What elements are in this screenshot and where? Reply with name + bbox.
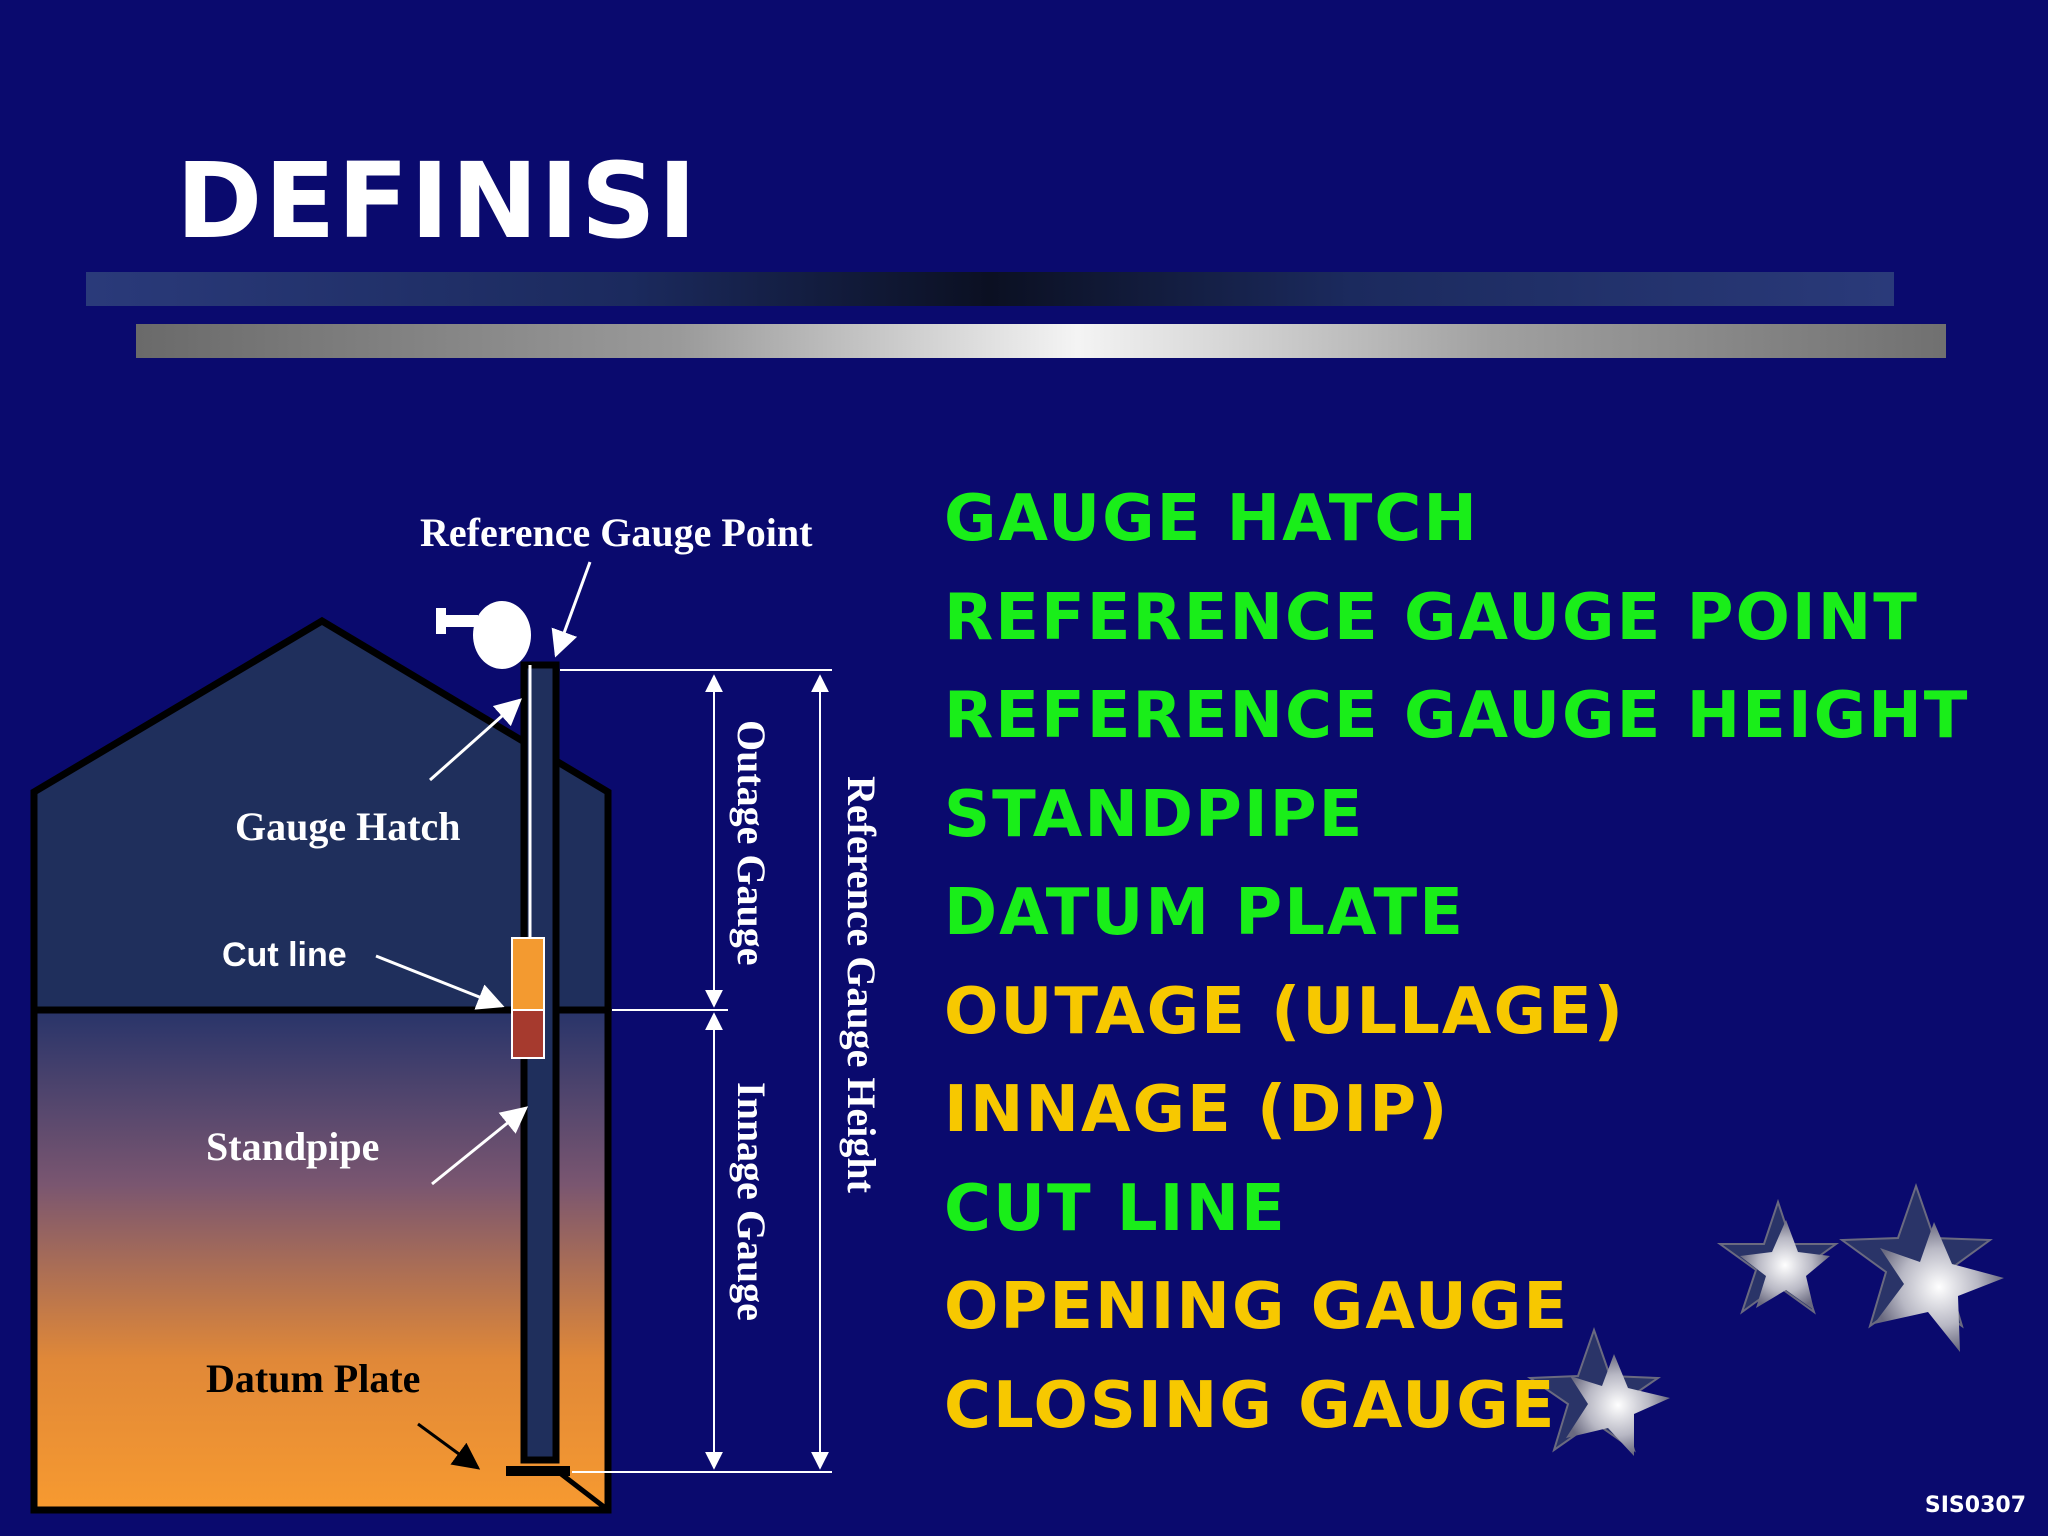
label-reference-gauge-height: Reference Gauge Height bbox=[839, 776, 884, 1194]
term-item: OUTAGE (ULLAGE) bbox=[944, 974, 1625, 1049]
gauge-bob-upper bbox=[511, 937, 545, 1011]
star-icon bbox=[1716, 1198, 1840, 1315]
term-item: INNAGE (DIP) bbox=[944, 1073, 1450, 1147]
term-item: CLOSING GAUGE bbox=[944, 1368, 1557, 1443]
term-item: REFERENCE GAUGE POINT bbox=[944, 580, 1919, 655]
term-item: CUT LINE bbox=[944, 1171, 1287, 1246]
label-gauge-hatch: Gauge Hatch bbox=[235, 804, 461, 849]
gauge-hatch-lid bbox=[473, 601, 531, 669]
tank-roof bbox=[30, 616, 612, 1014]
term-item: REFERENCE GAUGE HEIGHT bbox=[944, 679, 1970, 753]
star-icon bbox=[1526, 1326, 1670, 1456]
title-divider-silver bbox=[136, 324, 1946, 358]
title-divider-dark bbox=[86, 272, 1894, 306]
definition-terms-list: GAUGE HATCH REFERENCE GAUGE POINT REFERENC… bbox=[944, 470, 1969, 1455]
tank-liquid bbox=[30, 1006, 612, 1514]
label-cut-line: Cut line bbox=[222, 936, 347, 974]
slide-code: SIS0307 bbox=[1924, 1493, 2026, 1518]
standpipe bbox=[520, 661, 560, 1464]
label-standpipe: Standpipe bbox=[206, 1124, 379, 1169]
label-innage-gauge: Innage Gauge bbox=[729, 1082, 774, 1321]
star-icon bbox=[1839, 1182, 2004, 1352]
term-item: OPENING GAUGE bbox=[944, 1270, 1570, 1344]
term-item: GAUGE HATCH bbox=[944, 482, 1479, 556]
slide-title: DEFINISI bbox=[176, 140, 699, 262]
label-outage-gauge: Outage Gauge bbox=[729, 720, 774, 966]
datum-plate bbox=[506, 1466, 570, 1476]
label-reference-gauge-point: Reference Gauge Point bbox=[420, 510, 813, 555]
term-item: DATUM PLATE bbox=[944, 876, 1465, 950]
term-item: STANDPIPE bbox=[944, 777, 1365, 852]
label-datum-plate: Datum Plate bbox=[206, 1356, 420, 1401]
gauge-bob-lower bbox=[511, 1009, 545, 1059]
